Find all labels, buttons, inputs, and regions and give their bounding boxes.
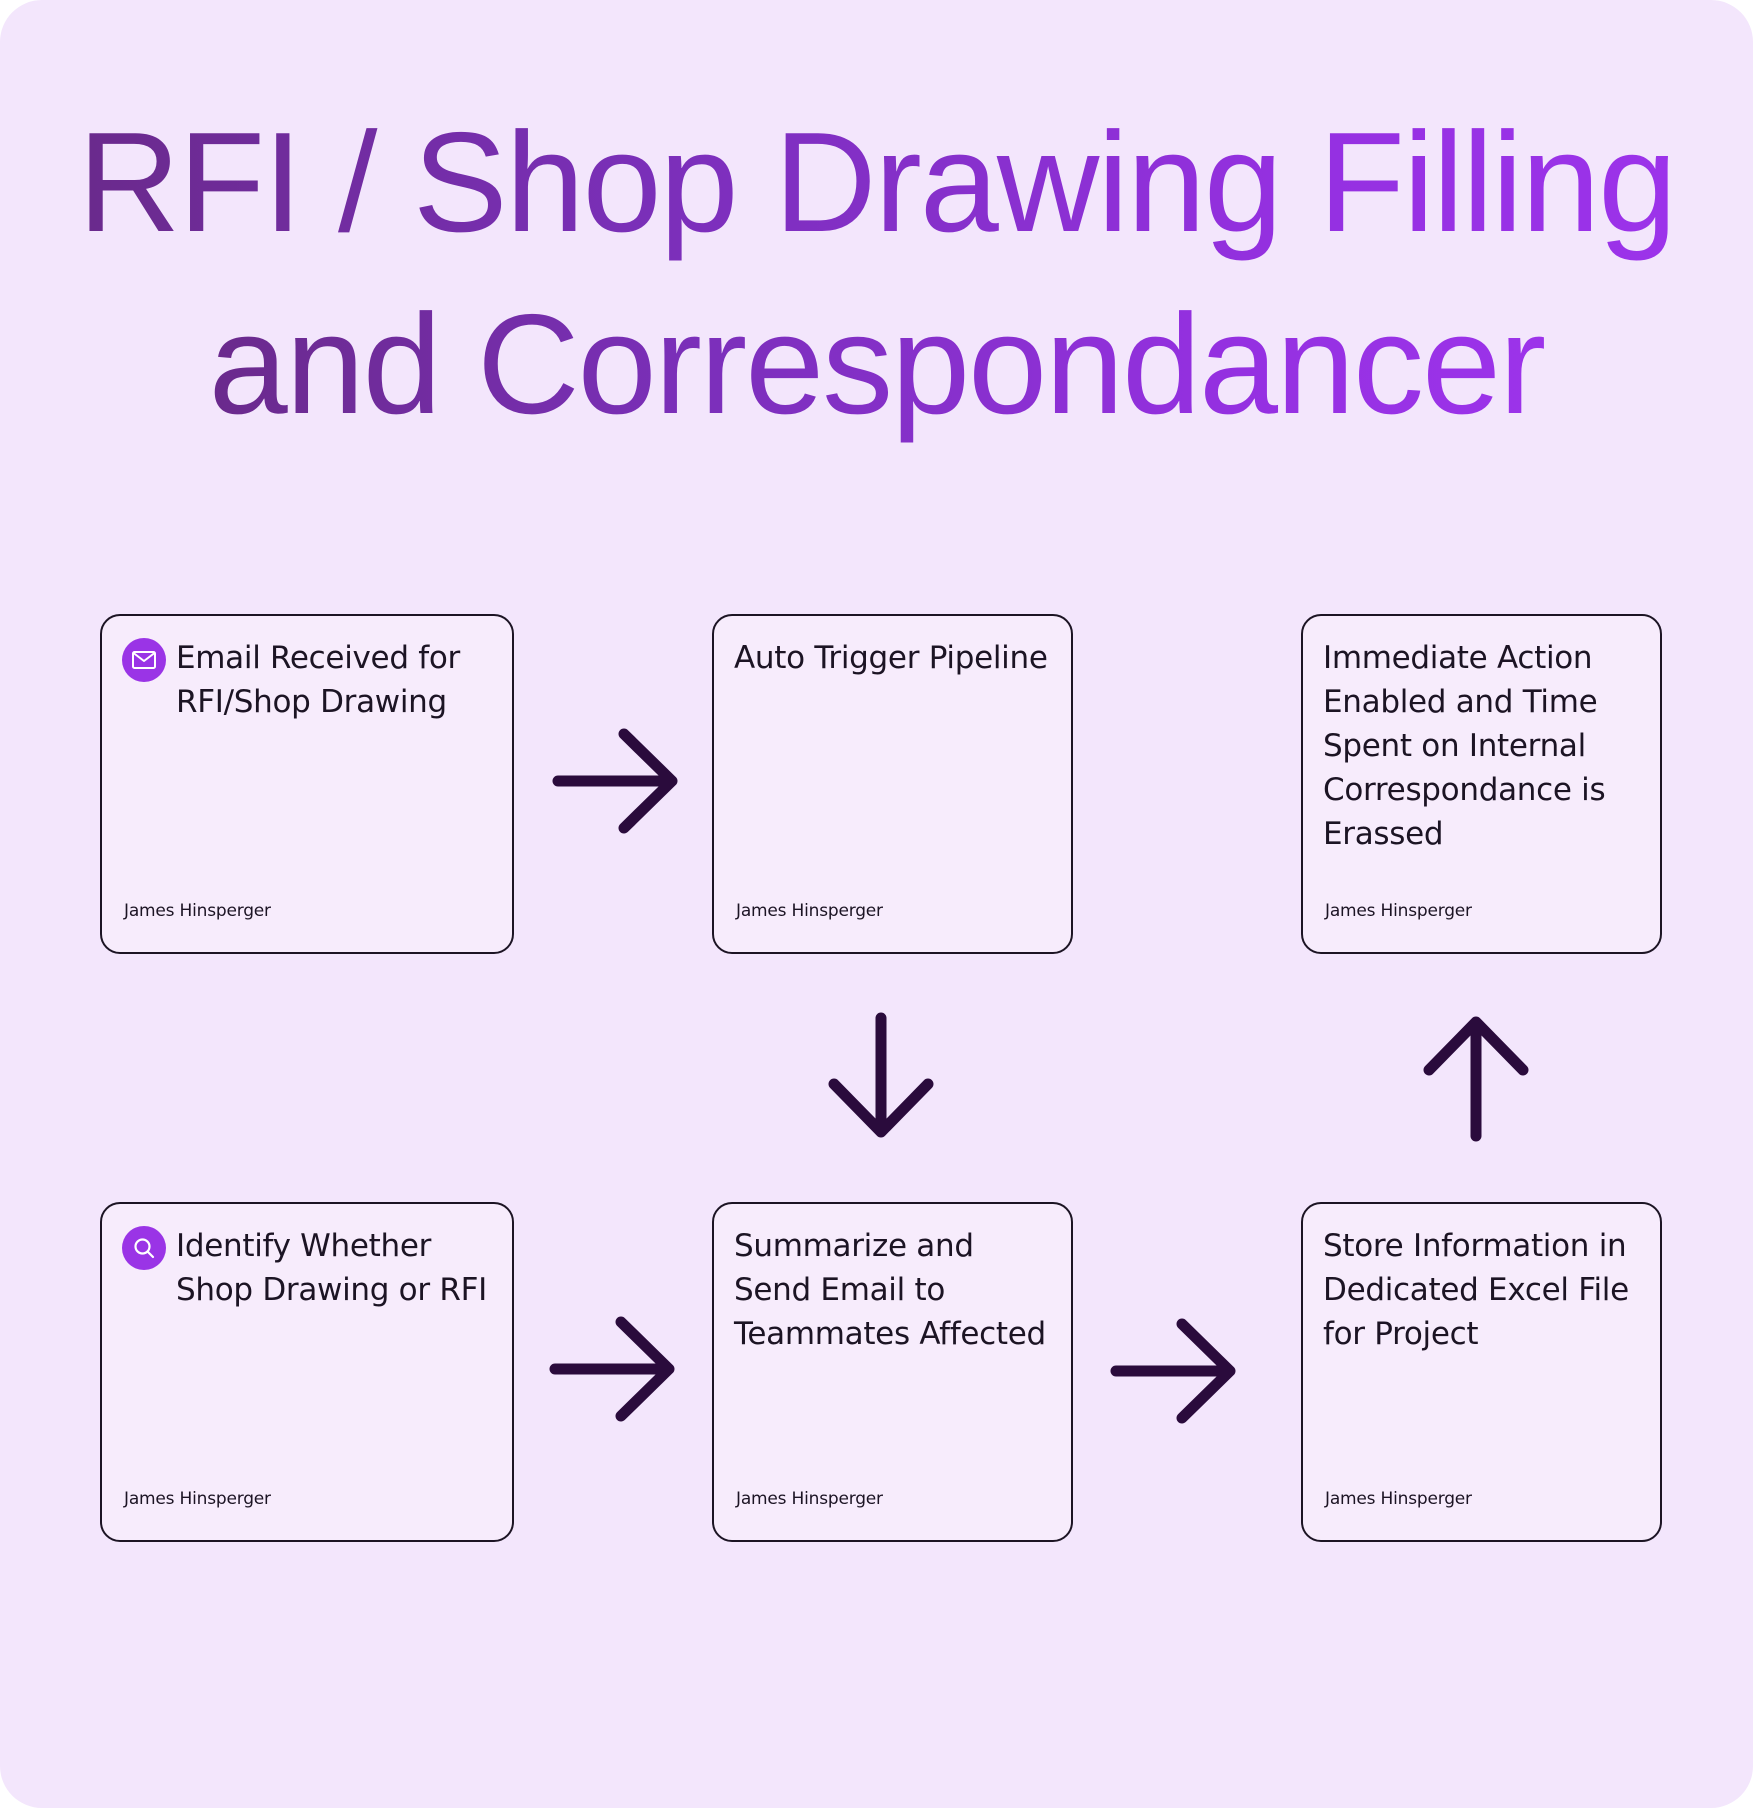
page-title: RFI / Shop Drawing Filling and Correspon…: [0, 92, 1753, 456]
step-card-summarize-send: Summarize and Send Email to Teammates Af…: [712, 1202, 1073, 1542]
title-line-1: RFI / Shop Drawing Filling: [77, 103, 1677, 262]
step-card-auto-trigger: Auto Trigger Pipeline James Hinsperger: [712, 614, 1073, 954]
step-card-store-excel: Store Information in Dedicated Excel Fil…: [1301, 1202, 1662, 1542]
step-card-email-received: Email Received for RFI/Shop Drawing Jame…: [100, 614, 514, 954]
search-icon: [122, 1226, 166, 1270]
arrow-right-icon: [552, 728, 678, 834]
step-card-immediate-action: Immediate Action Enabled and Time Spent …: [1301, 614, 1662, 954]
step-label: Summarize and Send Email to Teammates Af…: [734, 1228, 1046, 1352]
step-label: Email Received for RFI/Shop Drawing: [176, 640, 460, 720]
step-label: Identify Whether Shop Drawing or RFI: [176, 1228, 487, 1308]
step-author: James Hinsperger: [1325, 1489, 1472, 1509]
mail-icon: [122, 638, 166, 682]
step-author: James Hinsperger: [124, 1489, 271, 1509]
step-author: James Hinsperger: [736, 901, 883, 921]
step-label: Auto Trigger Pipeline: [734, 640, 1048, 676]
step-label: Store Information in Dedicated Excel Fil…: [1323, 1228, 1629, 1352]
step-label: Immediate Action Enabled and Time Spent …: [1323, 640, 1606, 852]
arrow-up-icon: [1423, 1016, 1529, 1142]
arrow-right-icon: [549, 1316, 675, 1422]
step-author: James Hinsperger: [736, 1489, 883, 1509]
arrow-down-icon: [828, 1012, 934, 1138]
arrow-right-icon: [1110, 1318, 1236, 1424]
step-author: James Hinsperger: [124, 901, 271, 921]
step-author: James Hinsperger: [1325, 901, 1472, 921]
step-card-identify-type: Identify Whether Shop Drawing or RFI Jam…: [100, 1202, 514, 1542]
title-line-2: and Correspondancer: [208, 285, 1547, 444]
